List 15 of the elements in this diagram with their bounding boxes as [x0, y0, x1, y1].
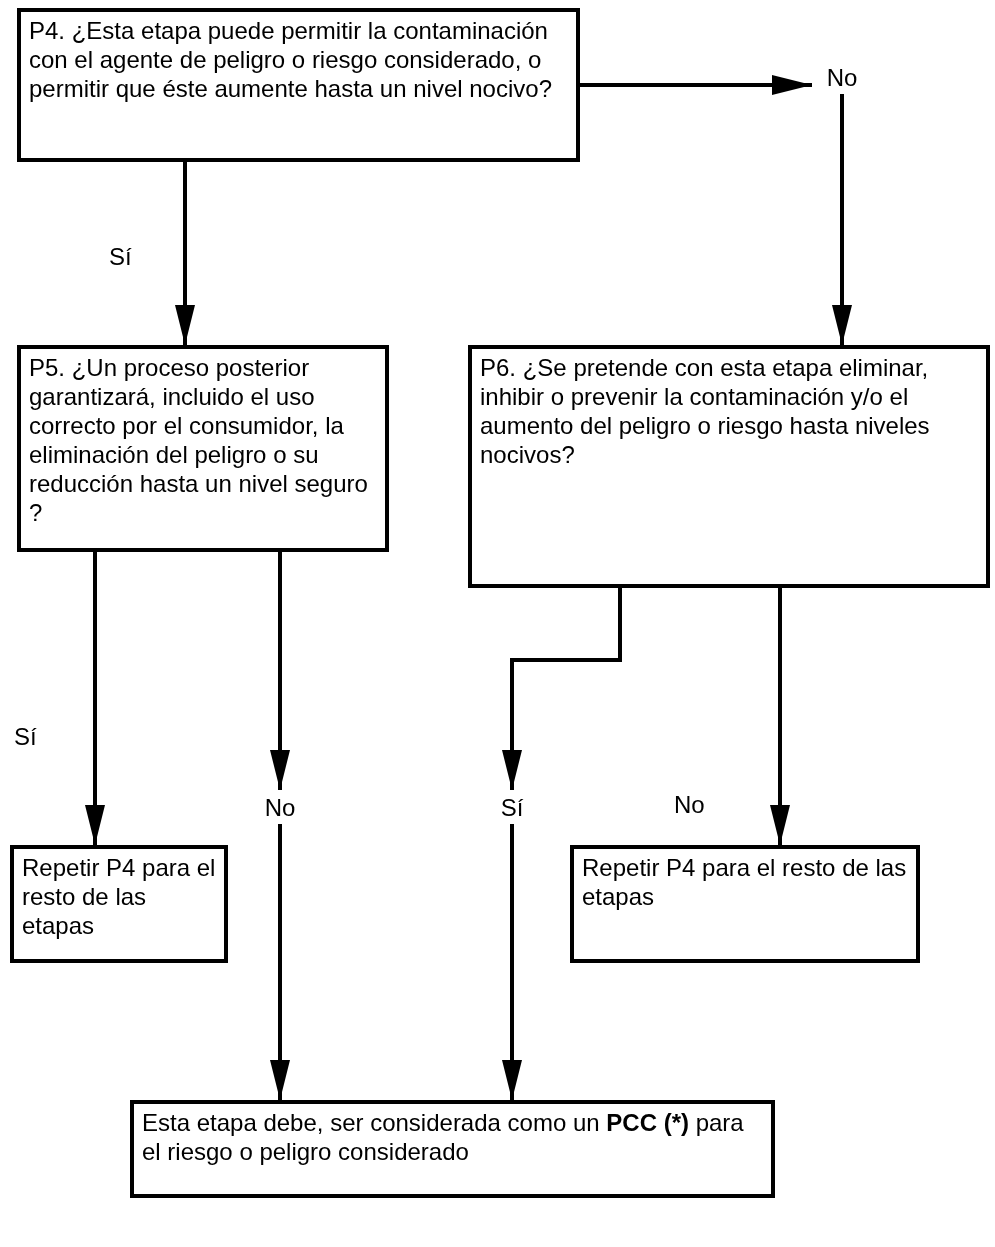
- process-box: P4. ¿Esta etapa puede permitir la contaminación con el agente de peligro o riesgo considerado, o permitir que éste aumente hasta un nivel nocivo?: [17, 8, 580, 162]
- arrow: [270, 824, 290, 1100]
- arrow: [175, 162, 195, 345]
- arrow: [580, 75, 812, 95]
- arrow: [270, 552, 290, 790]
- arrow: [85, 552, 105, 845]
- arrow: [770, 588, 790, 845]
- process-box: Repetir P4 para el resto de las etapas: [10, 845, 228, 963]
- arrow: [502, 824, 522, 1100]
- process-box: Esta etapa debe, ser considerada como un PCC (*) para el riesgo o peligro considerado: [130, 1100, 775, 1198]
- arrow: [832, 94, 852, 345]
- arrow: [502, 588, 622, 790]
- process-box: Repetir P4 para el resto de las etapas: [570, 845, 920, 963]
- process-box: P6. ¿Se pretende con esta etapa eliminar, inhibir o prevenir la contaminación y/o el aumento del peligro o riesgo hasta niveles nocivos?: [468, 345, 990, 588]
- process-box: P5. ¿Un proceso posterior garantizará, incluido el uso correcto por el consumidor, la eliminación del peligro o su reducción hasta un nivel seguro ?: [17, 345, 389, 552]
